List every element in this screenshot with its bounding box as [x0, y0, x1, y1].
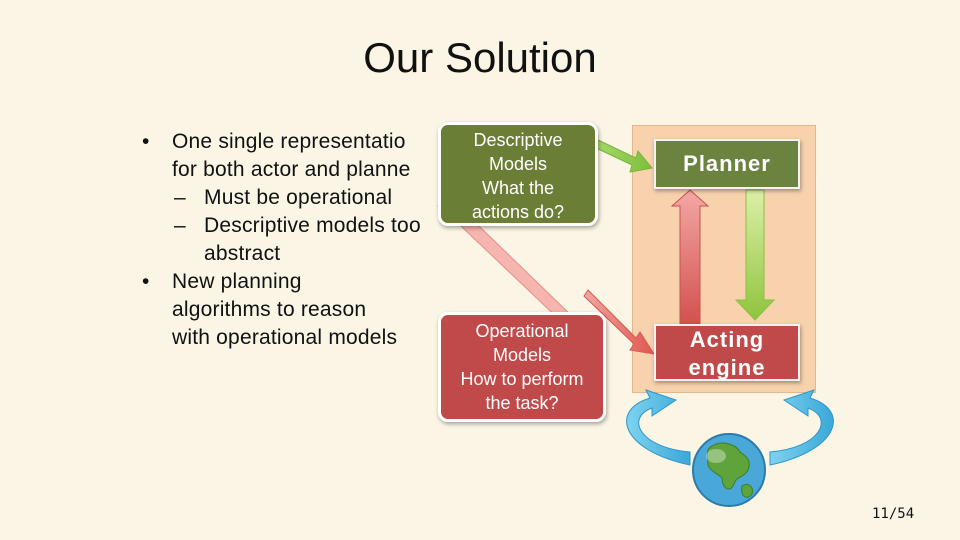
descriptive-line: Models — [488, 154, 548, 174]
operational-line: Models — [492, 345, 552, 365]
operational-line: Operational — [475, 321, 569, 341]
bullet-text: New planning — [172, 270, 302, 293]
sub-bullet-dash: – — [174, 214, 186, 237]
bullet-list: • One single representatio for both actor… — [140, 128, 460, 352]
bullet-continuation: for both actor and planne — [140, 156, 460, 184]
descriptive-to-planner-arrow-icon — [593, 139, 653, 173]
sub-bullet-dash: – — [174, 186, 186, 209]
sub-bullet-item: –Must be operational — [140, 184, 460, 212]
operational-line: How to perform — [460, 369, 584, 389]
sub-bullet-continuation: abstract — [140, 240, 460, 268]
bullet-text: for both actor and planne — [172, 158, 411, 181]
descriptive-models-box: Descriptive Models What the actions do? — [438, 122, 598, 226]
acting-engine-line: Acting — [689, 327, 765, 352]
page-number: 11/54 — [872, 506, 915, 522]
sub-bullet-text: Descriptive models too — [204, 214, 421, 237]
cycle-arrows-icon — [626, 389, 834, 466]
bullet-text: algorithms to reason — [172, 298, 367, 321]
bullet-item: • New planning — [140, 268, 460, 296]
slide-title: Our Solution — [363, 34, 597, 81]
down-arrow-icon — [734, 189, 776, 321]
planner-box: Planner — [654, 139, 800, 189]
sub-bullet-text: abstract — [204, 242, 281, 265]
descriptive-line: What the — [481, 178, 555, 198]
acting-engine-box: Acting engine — [654, 324, 800, 381]
bullet-continuation: with operational models — [140, 324, 460, 352]
bullet-text: One single representatio — [172, 130, 406, 153]
bullet-text: with operational models — [172, 326, 398, 349]
descriptive-line: Descriptive — [473, 130, 563, 150]
bullet-item: • One single representatio — [140, 128, 460, 156]
planner-label: Planner — [683, 151, 771, 176]
operational-models-box: Operational Models How to perform the ta… — [438, 312, 606, 422]
operational-to-acting-arrow-icon — [583, 289, 656, 355]
operational-line: the task? — [485, 393, 559, 413]
up-arrow-icon — [670, 189, 710, 325]
acting-engine-line: engine — [688, 355, 766, 380]
bullet-dot: • — [142, 130, 150, 153]
bullet-dot: • — [142, 270, 150, 293]
sub-bullet-item: –Descriptive models too — [140, 212, 460, 240]
descriptive-line: actions do? — [471, 202, 565, 222]
globe-icon — [692, 433, 766, 507]
sub-bullet-text: Must be operational — [204, 186, 393, 209]
bullet-continuation: algorithms to reason — [140, 296, 460, 324]
